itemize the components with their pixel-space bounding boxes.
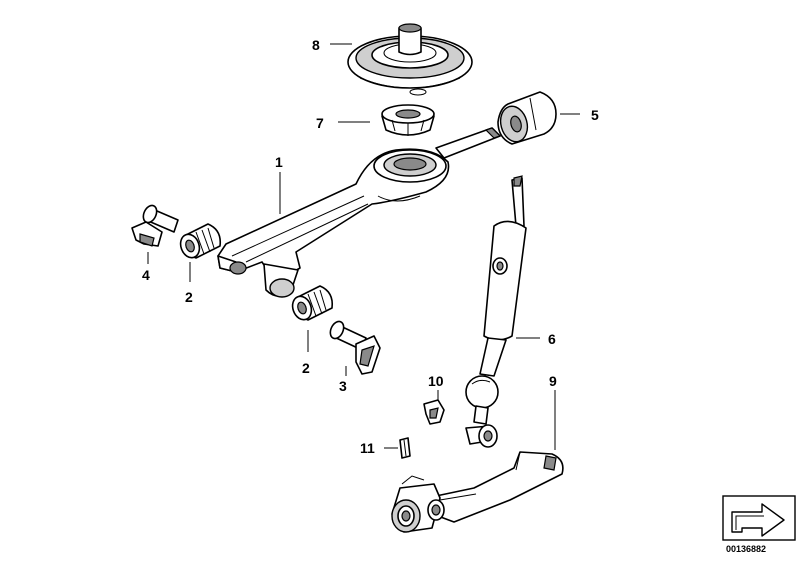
part-2-bushing-right (291, 285, 334, 321)
callout-8: 8 (312, 37, 320, 53)
part-10-clip (423, 399, 445, 425)
callout-1: 1 (275, 154, 283, 170)
callout-11: 11 (360, 440, 375, 456)
reference-number: 00136882 (726, 544, 766, 554)
callout-6: 6 (548, 331, 556, 347)
part-1-shift-arm (217, 127, 502, 298)
part-3-pin (329, 320, 381, 375)
callout-2-right: 2 (302, 360, 310, 376)
callout-4: 4 (142, 267, 150, 283)
leader-lines (147, 43, 580, 450)
part-6-shift-lever (465, 175, 527, 425)
callout-7: 7 (316, 115, 324, 131)
callout-9: 9 (549, 373, 557, 389)
callout-10: 10 (428, 373, 444, 389)
arrow-icon[interactable] (722, 495, 796, 541)
part-11-pin (399, 437, 411, 459)
callout-2-left: 2 (185, 289, 193, 305)
part-4-pin (131, 204, 179, 247)
part-2-bushing-left (179, 223, 222, 259)
callout-5: 5 (591, 107, 599, 123)
part-5-bushing (497, 91, 557, 145)
part-9-selector-rod (391, 424, 564, 533)
part-8-boot (347, 23, 473, 96)
part-7-bearing-cup (381, 104, 435, 136)
callout-3: 3 (339, 378, 347, 394)
